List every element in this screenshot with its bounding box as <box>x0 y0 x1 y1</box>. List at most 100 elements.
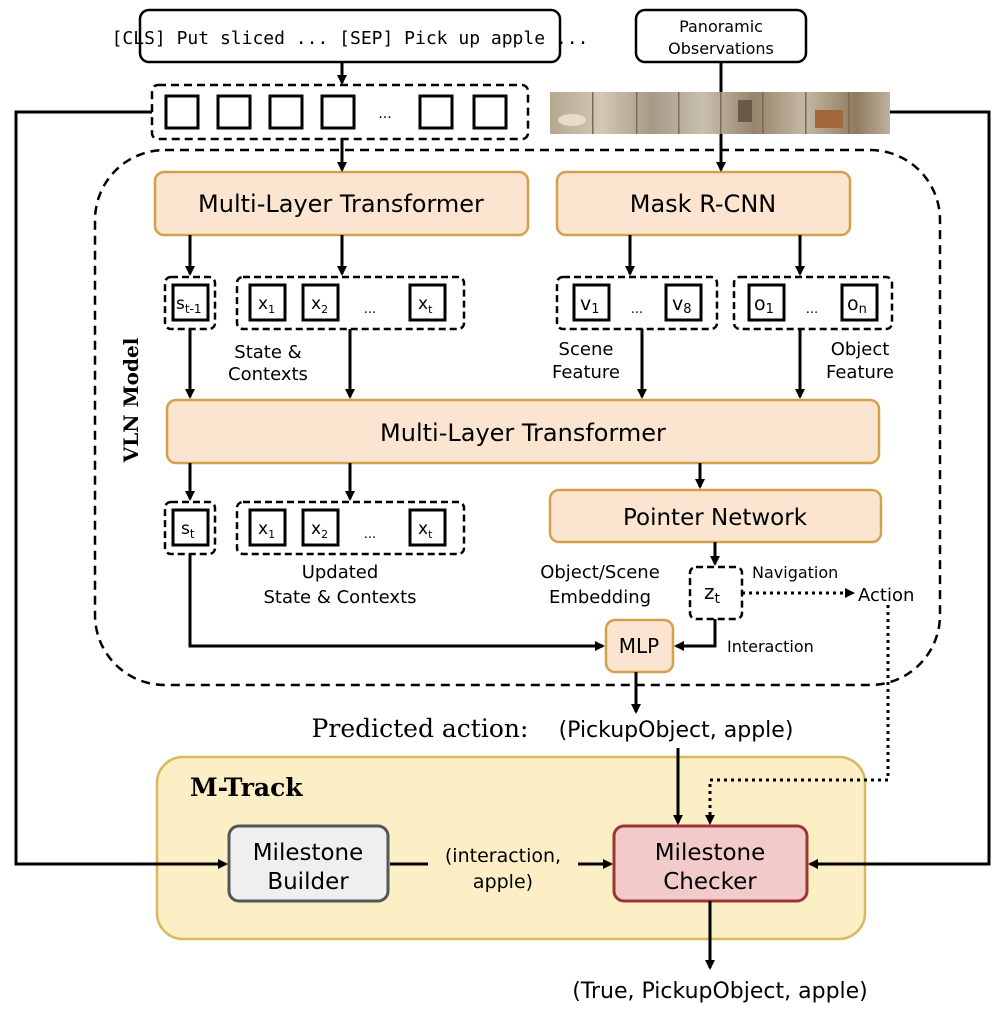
svg-text:zt: zt <box>704 580 721 607</box>
svg-text:xt: xt <box>418 519 433 541</box>
token-ellipsis: ... <box>378 106 391 122</box>
builder-label: Milestone <box>253 840 364 866</box>
token-box <box>320 94 356 130</box>
svg-text:x1: x1 <box>258 519 275 541</box>
scene-token-base: v <box>672 293 683 315</box>
vln-model-container <box>93 148 942 687</box>
checker-label: Checker <box>663 869 757 895</box>
svg-text:on: on <box>847 293 867 317</box>
mlp: MLP <box>604 618 675 674</box>
object-token-base: o <box>754 293 766 315</box>
ctx-token-sub: 2 <box>321 303 328 316</box>
ellipsis: ... <box>364 527 376 542</box>
scene-token-sub: 8 <box>683 302 691 317</box>
scene-tokens: v1 ... v8 <box>555 275 719 331</box>
embedding-label: Embedding <box>549 587 651 608</box>
ellipsis: ... <box>631 302 643 317</box>
svg-text:st: st <box>181 519 195 541</box>
ctx-token-base: x <box>311 294 321 314</box>
svg-text:o1: o1 <box>754 293 774 317</box>
ctx-token-base: x <box>258 294 268 314</box>
predicted-action-value: (PickupObject, apple) <box>559 718 794 743</box>
scene-feature-label: Feature <box>552 362 620 383</box>
state-curr-token: st <box>163 500 217 556</box>
object-token-sub: n <box>859 302 867 317</box>
ctx-token-base: x <box>418 519 428 539</box>
state-prev-base: s <box>176 294 185 314</box>
dotted-arrows <box>705 588 890 825</box>
ctx-token-sub: t <box>428 303 433 316</box>
state-contexts-label: Contexts <box>228 364 308 385</box>
svg-text:x1: x1 <box>258 294 275 316</box>
z-base: z <box>704 580 715 604</box>
ctx-token-base: x <box>258 519 268 539</box>
state-curr-base: s <box>181 519 190 539</box>
ctx-token-sub: 1 <box>268 528 275 541</box>
context-tokens-top: x1 x2 ... xt <box>235 275 466 331</box>
checker-label: Milestone <box>655 840 766 866</box>
svg-text:v8: v8 <box>672 293 692 317</box>
ctx-token-base: x <box>418 294 428 314</box>
context-tokens-updated: x1 x2 ... xt <box>235 500 466 556</box>
ctx-token-sub: 2 <box>321 528 328 541</box>
state-prev-token: st-1 <box>163 275 217 331</box>
object-tokens: o1 ... on <box>732 275 894 331</box>
ctx-token-base: x <box>311 519 321 539</box>
state-curr-sub: t <box>190 527 195 541</box>
svg-text:st-1: st-1 <box>176 294 202 316</box>
navigation-label: Navigation <box>752 563 838 582</box>
ellipsis: ... <box>364 302 376 317</box>
ctx-token-sub: 1 <box>268 303 275 316</box>
svg-text:x2: x2 <box>311 294 328 316</box>
ctx-token-sub: t <box>428 528 433 541</box>
panoramic-box: Panoramic Observations <box>634 8 808 64</box>
object-token-sub: 1 <box>766 302 774 317</box>
milestone-label: (interaction, <box>445 845 561 867</box>
token-box <box>164 94 200 130</box>
updated-state-label: State & Contexts <box>263 587 416 608</box>
builder-label: Builder <box>267 869 349 895</box>
vln-model-label: VLN Model <box>119 337 143 463</box>
multi-layer-transformer-mid: Multi-Layer Transformer <box>165 398 881 465</box>
scene-token-sub: 1 <box>591 302 599 317</box>
object-feature-label: Object <box>831 339 890 360</box>
mask-rcnn-label: Mask R-CNN <box>630 190 776 218</box>
connector-arrows <box>14 62 991 970</box>
instruction-box: [CLS] Put sliced ... [SEP] Pick up apple… <box>112 8 589 64</box>
embedding-label: Object/Scene <box>540 562 660 583</box>
z-sub: t <box>715 591 721 607</box>
state-contexts-label: State & <box>234 342 301 363</box>
mlt-top-label: Multi-Layer Transformer <box>198 190 484 218</box>
mlp-label: MLP <box>619 634 659 658</box>
token-row: ... <box>150 83 530 141</box>
panoramic-label-line1: Panoramic <box>679 17 763 36</box>
pointer-network-label: Pointer Network <box>623 505 808 531</box>
token-box <box>216 94 252 130</box>
updated-state-label: Updated <box>302 562 379 583</box>
panoramic-image-strip <box>550 92 890 134</box>
milestone-builder: Milestone Builder <box>227 824 390 903</box>
multi-layer-transformer-top: Multi-Layer Transformer <box>153 170 530 237</box>
mlt-mid-label: Multi-Layer Transformer <box>380 419 666 447</box>
predicted-action-label: Predicted action: <box>312 714 529 743</box>
milestone-label: apple) <box>473 871 533 893</box>
milestone-checker: Milestone Checker <box>612 824 809 903</box>
svg-text:xt: xt <box>418 294 433 316</box>
instruction-text: [CLS] Put sliced ... [SEP] Pick up apple… <box>112 28 589 49</box>
ellipsis: ... <box>806 302 818 317</box>
token-box <box>418 94 454 130</box>
token-box <box>472 94 508 130</box>
scene-token-base: v <box>580 293 591 315</box>
scene-feature-label: Scene <box>559 339 614 360</box>
svg-text:x2: x2 <box>311 519 328 541</box>
pointer-network: Pointer Network <box>548 488 883 544</box>
mask-rcnn: Mask R-CNN <box>555 170 852 237</box>
object-token-base: o <box>847 293 859 315</box>
panoramic-label-line2: Observations <box>668 39 774 58</box>
state-prev-sub: t-1 <box>185 302 202 316</box>
z-token: zt <box>688 565 744 621</box>
interaction-label: Interaction <box>727 637 814 656</box>
final-output: (True, PickupObject, apple) <box>572 979 868 1004</box>
